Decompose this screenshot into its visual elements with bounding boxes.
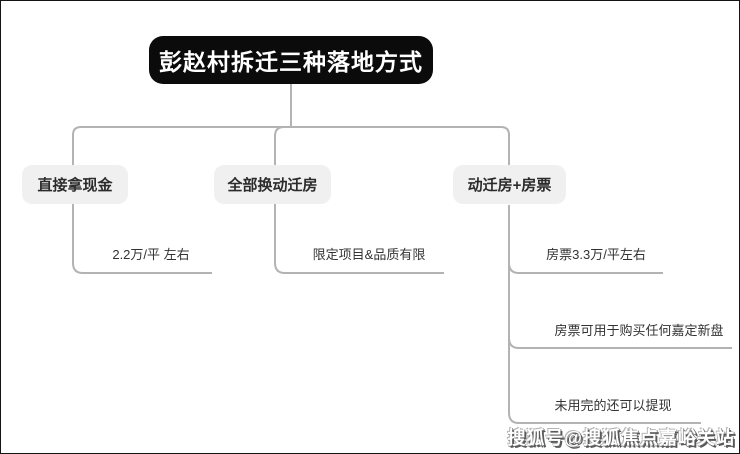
branch-node-relocation-housing-label: 全部换动迁房: [227, 177, 318, 194]
root-node-label: 彭赵村拆迁三种落地方式: [159, 49, 423, 75]
leaf-ticket-usage: 房票可用于购买任何嘉定新盘: [554, 323, 724, 338]
branch-node-housing-plus-ticket-label: 动迁房+房票: [467, 177, 552, 194]
branch-node-cash: 直接拿现金: [22, 165, 128, 204]
connector-leaf-ticket-1: [508, 262, 663, 274]
watermark-text: 搜狐号@搜狐焦点嘉峪关站: [507, 428, 735, 448]
leaf-cash-price: 2.2万/平 左右: [112, 247, 190, 262]
connector-trunk-ticket: [508, 205, 701, 424]
root-node: 彭赵村拆迁三种落地方式: [149, 36, 433, 84]
leaf-relocation-limit: 限定项目&品质有限: [312, 247, 426, 262]
connector-top-rail: [72, 126, 510, 166]
leaf-ticket-cashout: 未用完的还可以提现: [554, 398, 672, 413]
leaf-ticket-price: 房票3.3万/平左右: [546, 247, 646, 262]
connector-leaf-ticket-2: [508, 337, 732, 349]
branch-node-cash-label: 直接拿现金: [37, 177, 113, 194]
connector-middle-drop: [274, 126, 285, 166]
branch-node-relocation-housing: 全部换动迁房: [214, 165, 331, 204]
branch-node-housing-plus-ticket: 动迁房+房票: [453, 165, 566, 204]
